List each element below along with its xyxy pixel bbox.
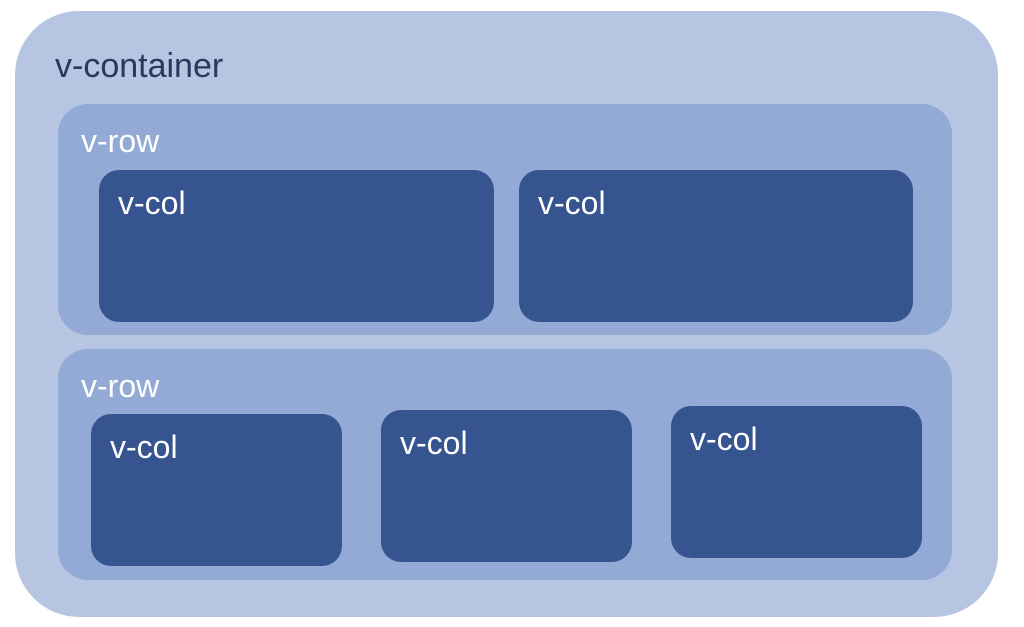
row-label: v-row (81, 368, 160, 404)
v-col-box: v-col (381, 410, 632, 562)
v-row-box: v-row v-col v-col v-col (58, 349, 952, 580)
col-label: v-col (110, 429, 178, 465)
col-label: v-col (118, 185, 186, 221)
v-col-box: v-col (91, 414, 342, 566)
v-col-box: v-col (519, 170, 913, 322)
v-col-box: v-col (99, 170, 494, 322)
v-container-box: v-container v-row v-col v-col v-row v-co… (15, 11, 998, 617)
col-label: v-col (690, 421, 758, 457)
col-label: v-col (538, 185, 606, 221)
col-label: v-col (400, 425, 468, 461)
v-col-box: v-col (671, 406, 922, 558)
v-row-box: v-row v-col v-col (58, 104, 952, 335)
row-label: v-row (81, 123, 160, 159)
container-label: v-container (55, 47, 224, 85)
